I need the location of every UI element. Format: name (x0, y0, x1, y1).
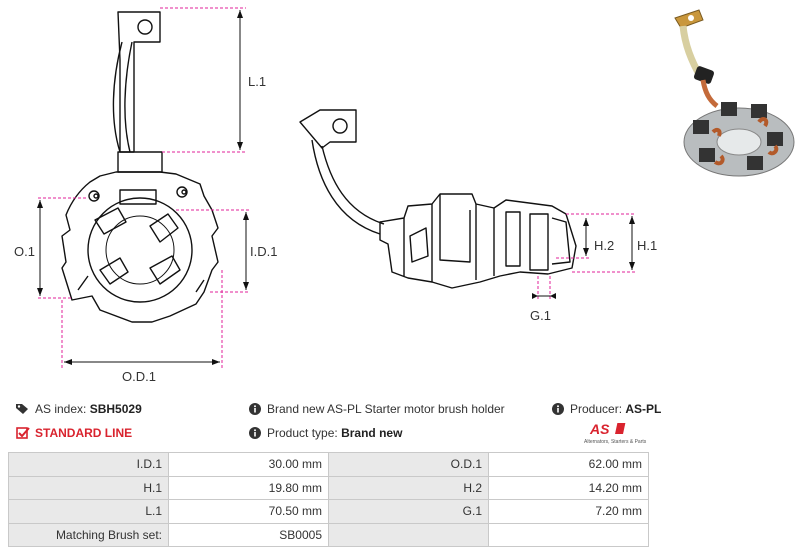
technical-drawing: L.1 O.1 I.D.1 O.D.1 H.2 H.1 G.1 (14, 7, 657, 384)
table-row: H.1 19.80 mm H.2 14.20 mm (8, 475, 649, 500)
side-terminal-tab (299, 109, 357, 149)
description-text: Brand new AS-PL Starter motor brush hold… (267, 402, 505, 416)
product-photo (655, 0, 800, 185)
product-type-label: Product type: (267, 426, 338, 440)
product-type: Product type: Brand new (248, 426, 402, 440)
spec-key (328, 522, 489, 547)
as-index: AS index: SBH5029 (16, 402, 142, 416)
producer-label: Producer: (570, 402, 623, 416)
spec-value: 30.00 mm (168, 452, 329, 477)
dim-label-h2: H.2 (594, 238, 614, 253)
spec-key: L.1 (8, 499, 169, 524)
spec-key: I.D.1 (8, 452, 169, 477)
dim-label-o1: O.1 (14, 244, 35, 259)
dim-label-h1: H.1 (637, 238, 657, 253)
spec-key: Matching Brush set: (8, 522, 169, 547)
table-row: Matching Brush set: SB0005 (8, 522, 649, 547)
spec-value: 14.20 mm (488, 475, 649, 500)
front-lead-wire (112, 41, 133, 153)
table-row: I.D.1 30.00 mm O.D.1 62.00 mm (8, 452, 649, 477)
logo-tagline: Alternators, Starters & Parts (584, 439, 647, 445)
front-terminal-hole (137, 19, 153, 35)
info-icon (249, 403, 261, 415)
standard-line: STANDARD LINE (16, 426, 132, 440)
dim-label-id1: I.D.1 (250, 244, 277, 259)
spec-value: 7.20 mm (488, 499, 649, 524)
side-terminal-hole (332, 118, 348, 134)
spec-key: H.1 (8, 475, 169, 500)
spec-key: O.D.1 (328, 452, 489, 477)
info-icon (552, 403, 564, 415)
info-icon (249, 427, 261, 439)
product-type-value: Brand new (341, 426, 403, 440)
tags-icon (16, 404, 28, 414)
producer: Producer: AS-PL (551, 402, 661, 416)
spec-value: SB0005 (168, 522, 329, 547)
spec-value (488, 522, 649, 547)
product-info: AS index: SBH5029 Brand new AS-PL Starte… (0, 396, 800, 446)
spec-table: I.D.1 30.00 mm O.D.1 62.00 mm H.1 19.80 … (8, 452, 649, 547)
producer-value: AS-PL (625, 402, 662, 416)
spec-key: H.2 (328, 475, 489, 500)
as-index-value: SBH5029 (89, 402, 142, 416)
checkbox-checked-icon (16, 427, 30, 439)
side-lead-wire (311, 139, 385, 235)
dim-label-g1: G.1 (530, 308, 551, 323)
as-index-label: AS index: (35, 402, 87, 416)
spec-value: 62.00 mm (488, 452, 649, 477)
as-pl-logo: AS Alternators, Starters & Parts (582, 420, 648, 446)
dim-label-od1: O.D.1 (122, 369, 156, 384)
table-row: L.1 70.50 mm G.1 7.20 mm (8, 499, 649, 524)
standard-line-text: STANDARD LINE (35, 426, 133, 440)
spec-value: 19.80 mm (168, 475, 329, 500)
logo-mark: AS (589, 421, 610, 437)
spec-value: 70.50 mm (168, 499, 329, 524)
front-connector-block (117, 151, 163, 173)
front-terminal-tab (117, 11, 161, 153)
front-holder-plate (61, 171, 219, 323)
description: Brand new AS-PL Starter motor brush hold… (248, 402, 505, 416)
dim-label-l1: L.1 (248, 74, 266, 89)
spec-key: G.1 (328, 499, 489, 524)
side-holder-body (379, 193, 577, 289)
